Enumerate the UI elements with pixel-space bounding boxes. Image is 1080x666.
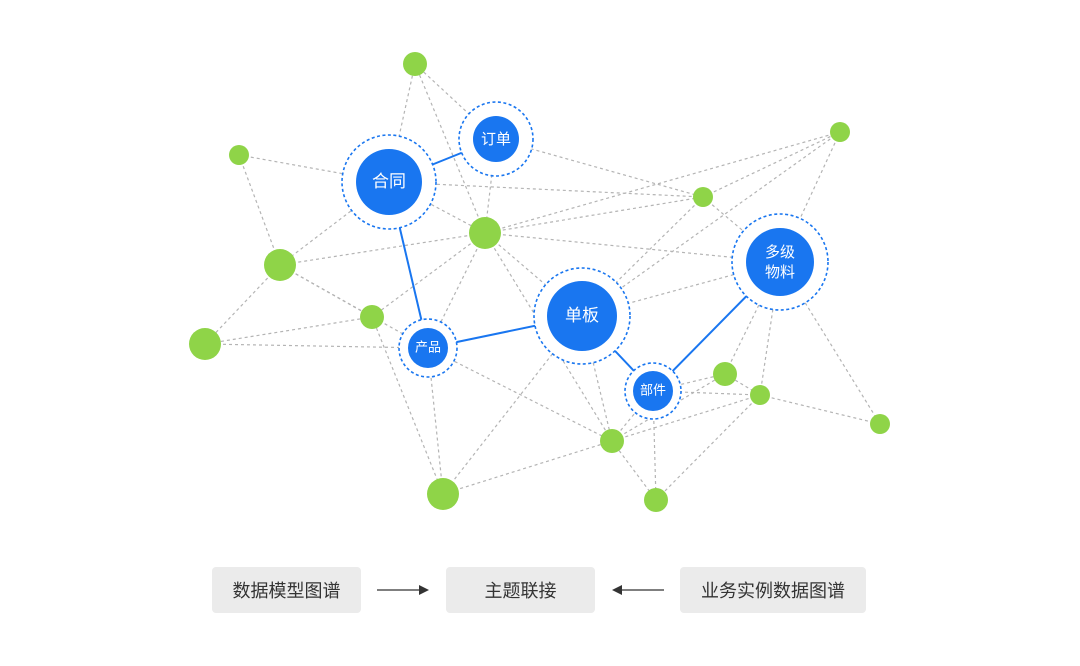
dashed-edge — [279, 232, 486, 266]
dashed-edge — [371, 316, 444, 495]
node-label: 产品 — [415, 341, 441, 356]
green-node — [644, 488, 668, 512]
dashed-edge — [484, 196, 704, 234]
green-node — [229, 145, 249, 165]
dashed-edge — [204, 316, 373, 345]
node-dashed-ring — [341, 134, 437, 230]
green-node — [713, 362, 737, 386]
dashed-edge — [759, 261, 781, 396]
green-node — [360, 305, 384, 329]
node-danban: 单板 — [533, 267, 631, 365]
business-instance-graph-box: 业务实例数据图谱 — [680, 567, 866, 613]
node-dashed-ring — [458, 101, 534, 177]
node-label: 合同 — [372, 172, 406, 192]
dashed-edge — [611, 390, 654, 442]
node-dashed-ring — [398, 318, 458, 378]
dashed-edge — [759, 394, 881, 425]
node-label: 部件 — [640, 384, 666, 399]
green-node — [427, 478, 459, 510]
dashed-edge — [279, 181, 390, 266]
node-core — [746, 228, 814, 296]
node-label: 单板 — [565, 306, 599, 326]
green-node — [870, 414, 890, 434]
green-node — [600, 429, 624, 453]
green-node — [750, 385, 770, 405]
node-dashed-ring — [624, 362, 682, 420]
dashed-edge — [611, 373, 726, 442]
dashed-edge — [611, 394, 761, 442]
node-bujian: 部件 — [624, 362, 682, 420]
arrow-right-icon — [377, 585, 429, 595]
node-label: 订单 — [481, 130, 511, 148]
dashed-edge — [702, 131, 841, 198]
dashed-edge — [414, 63, 486, 234]
dashed-edge — [611, 440, 657, 501]
green-node — [189, 328, 221, 360]
node-label: 多级 — [765, 243, 795, 261]
dashed-edge — [371, 232, 486, 318]
data-model-graph-box: 数据模型图谱 — [212, 567, 361, 613]
green-node — [693, 187, 713, 207]
green-node — [403, 52, 427, 76]
node-core — [547, 281, 617, 351]
node-core — [633, 371, 673, 411]
node-label: 物料 — [765, 263, 795, 281]
node-dashed-ring — [731, 213, 829, 311]
node-core — [473, 116, 519, 162]
node-core — [356, 149, 422, 215]
node-dingdan: 订单 — [458, 101, 534, 177]
dashed-edge — [702, 196, 781, 263]
dashed-edges — [204, 63, 881, 501]
dashed-edge — [581, 261, 781, 317]
node-hetong: 合同 — [341, 134, 437, 230]
dashed-edge — [204, 264, 281, 345]
dashed-edge — [581, 131, 841, 317]
dashed-edge — [204, 343, 429, 349]
secondary-nodes — [189, 52, 890, 512]
dashed-edge — [484, 131, 841, 234]
dashed-edge — [388, 63, 416, 183]
dashed-edge — [388, 181, 704, 198]
topic-link-box: 主题联接 — [446, 567, 595, 613]
node-core — [408, 328, 448, 368]
dashed-edge — [279, 264, 429, 349]
dashed-edge — [427, 347, 613, 442]
dashed-edge — [655, 394, 761, 501]
green-node — [830, 122, 850, 142]
arrow-left-icon — [612, 585, 664, 595]
green-node — [264, 249, 296, 281]
dashed-edge — [238, 154, 281, 266]
green-node — [469, 217, 501, 249]
dashed-edge — [581, 196, 704, 317]
node-chanpin: 产品 — [398, 318, 458, 378]
dashed-edge — [484, 232, 781, 263]
dashed-edge — [442, 440, 613, 495]
node-dashed-ring — [533, 267, 631, 365]
